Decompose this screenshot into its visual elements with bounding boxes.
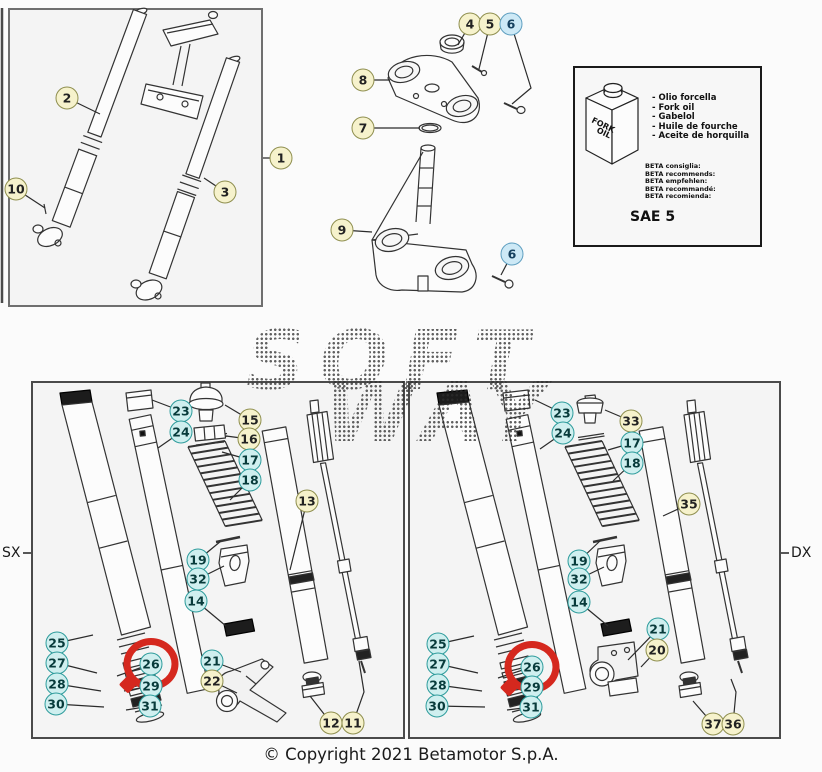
callout-24[interactable]: 24	[551, 421, 575, 445]
oil-product-name: - Aceite de horquilla	[652, 131, 750, 142]
fork-assembly-panel	[8, 8, 263, 307]
callout-14[interactable]: 14	[184, 589, 208, 613]
oil-recommendation: BETA consiglia:	[645, 162, 701, 170]
oil-grade: SAE 5	[630, 209, 676, 225]
oil-product-name: - Olio forcella	[652, 93, 717, 103]
callout-31[interactable]: 31	[519, 695, 543, 719]
oil-product-name: - Huile de fourche	[652, 121, 738, 132]
callout-27[interactable]: 27	[45, 651, 69, 675]
callout-23[interactable]: 23	[169, 399, 193, 423]
oil-recommendation: BETA recommandé:	[645, 184, 716, 193]
oil-recommendation: BETA empfehlen:	[645, 177, 708, 186]
callout-32[interactable]: 32	[186, 567, 210, 591]
oil-recommendations: BETA consiglia: BETA recommends: BETA em…	[645, 162, 716, 201]
callout-18[interactable]: 18	[620, 451, 644, 475]
callout-6[interactable]: 6	[499, 12, 523, 36]
callout-24[interactable]: 24	[169, 420, 193, 444]
callout-30[interactable]: 30	[44, 692, 68, 716]
oil-can-drawing: FORK OIL	[585, 82, 639, 165]
callout-1[interactable]: 1	[269, 146, 293, 170]
callout-2[interactable]: 2	[55, 86, 79, 110]
callout-27[interactable]: 27	[426, 652, 450, 676]
callout-36[interactable]: 36	[721, 712, 745, 736]
sx-label: SX	[2, 545, 21, 561]
callout-12[interactable]: 12	[319, 711, 343, 735]
callout-30[interactable]: 30	[425, 694, 449, 718]
dx-extra-parts	[576, 394, 639, 697]
callout-9[interactable]: 9	[330, 218, 354, 242]
callout-10[interactable]: 10	[4, 177, 28, 201]
callout-32[interactable]: 32	[567, 567, 591, 591]
oil-recommendation: BETA recommends:	[645, 169, 716, 178]
callout-8[interactable]: 8	[351, 68, 375, 92]
callout-6[interactable]: 6	[500, 242, 524, 266]
callout-21[interactable]: 21	[646, 617, 670, 641]
fork-assembly-drawing	[32, 7, 241, 301]
oil-product-name: - Fork oil	[652, 102, 695, 113]
oil-product-name: - Gabelol	[652, 112, 695, 123]
callout-13[interactable]: 13	[295, 489, 319, 513]
callout-5[interactable]: 5	[478, 12, 502, 36]
oil-product-names: - Olio forcella - Fork oil - Gabelol - H…	[652, 93, 750, 142]
copyright-text: © Copyright 2021 Betamotor S.p.A.	[263, 745, 559, 764]
dx-label: DX	[791, 545, 812, 561]
callout-20[interactable]: 20	[645, 638, 669, 662]
triple-clamp-drawing	[371, 34, 526, 293]
callout-16[interactable]: 16	[237, 427, 261, 451]
callout-11[interactable]: 11	[341, 711, 365, 735]
callout-26[interactable]: 26	[139, 652, 163, 676]
callout-7[interactable]: 7	[351, 116, 375, 140]
callout-18[interactable]: 18	[238, 468, 262, 492]
callout-3[interactable]: 3	[213, 180, 237, 204]
callout-35[interactable]: 35	[677, 492, 701, 516]
callout-14[interactable]: 14	[567, 590, 591, 614]
callout-28[interactable]: 28	[426, 673, 450, 697]
callout-33[interactable]: 33	[619, 409, 643, 433]
oil-recommendation: BETA recomienda:	[645, 192, 712, 201]
callout-31[interactable]: 31	[138, 694, 162, 718]
callout-22[interactable]: 22	[200, 669, 224, 693]
